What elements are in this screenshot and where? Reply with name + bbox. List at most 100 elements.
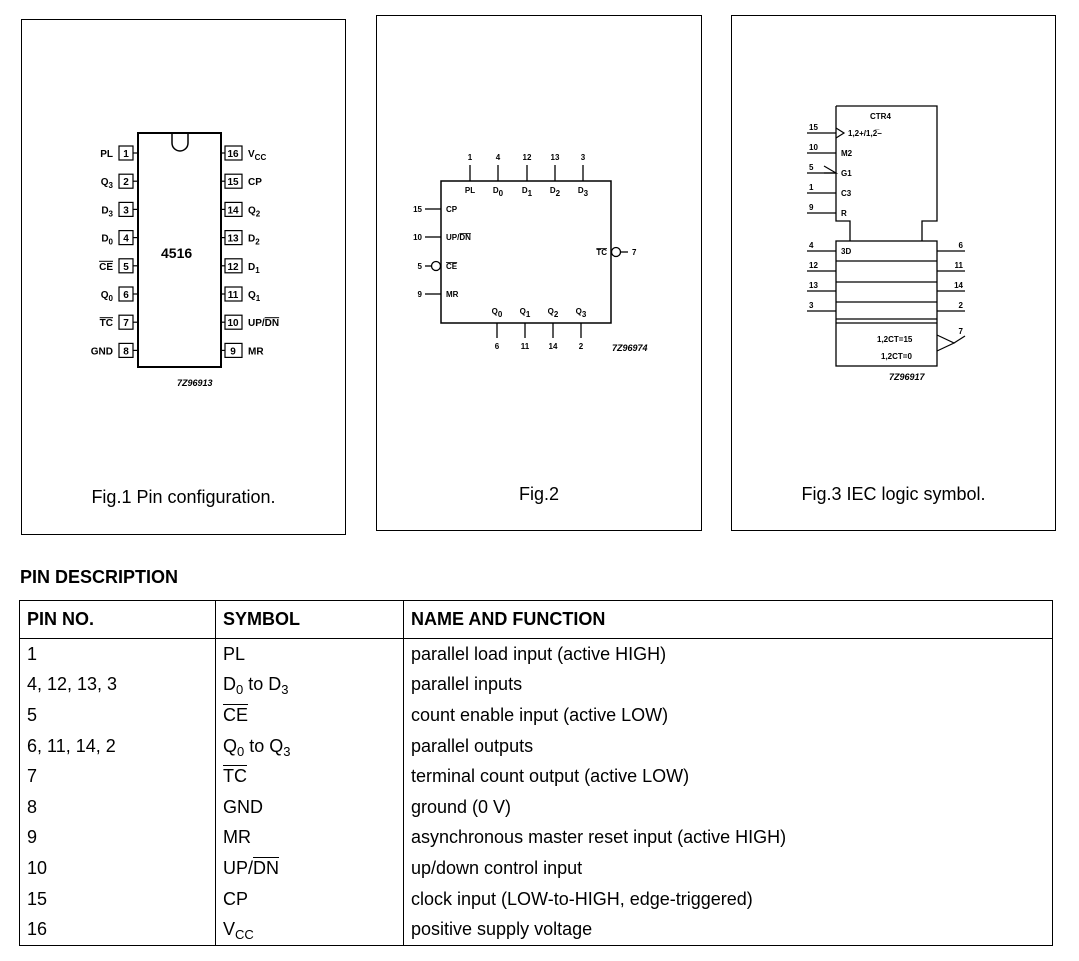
figure-code: 7Z96974: [612, 343, 648, 353]
header-function: NAME AND FUNCTION: [403, 600, 1053, 639]
pin-label: TC: [596, 248, 607, 257]
pin-label: Q2: [248, 205, 261, 218]
pin-number-cell: 6, 11, 14, 2: [19, 730, 216, 762]
fig1-caption: Fig.1 Pin configuration.: [91, 487, 276, 507]
pin-label: GND: [91, 346, 113, 357]
pin-number: 15: [227, 177, 239, 188]
pin-number-cell: 7: [19, 761, 216, 792]
pin-label: D1: [522, 186, 533, 198]
pin-number: 12: [809, 261, 818, 270]
pin-label: MR: [248, 346, 264, 357]
fig3-caption: Fig.3 IEC logic symbol.: [801, 484, 986, 504]
pin-number: 3: [809, 301, 814, 310]
pin-label: D1: [248, 262, 260, 275]
control-label: G1: [841, 169, 852, 178]
symbol-cell: VCC: [215, 914, 404, 946]
pin-number: 13: [227, 234, 239, 245]
pin-label: UP/DN: [446, 233, 471, 242]
pin-number: 4: [496, 153, 501, 162]
symbol-cell: PL: [215, 638, 404, 670]
pin-label: Q3: [101, 177, 114, 190]
pin-label: CP: [248, 177, 262, 188]
inversion-bubble: [610, 246, 622, 258]
chip-label: 4516: [161, 245, 192, 261]
pin-number: 6: [959, 241, 964, 250]
pin-number: 8: [123, 346, 129, 357]
function-cell: terminal count output (active LOW): [403, 761, 1053, 792]
pin-label: D3: [101, 205, 113, 218]
pin-number: 14: [549, 342, 558, 351]
pin-number: 4: [809, 241, 814, 250]
pin-label: D0: [101, 234, 113, 247]
pin-number: 16: [227, 149, 239, 160]
pin-number: 10: [227, 318, 239, 329]
inversion-bubble: [430, 260, 442, 272]
pin-number: 6: [495, 342, 500, 351]
pin-label: CE: [99, 262, 113, 273]
pin-number: 13: [809, 281, 818, 290]
pin-number: 1: [809, 183, 814, 192]
pin-number: 9: [230, 346, 236, 357]
pin-number: 6: [123, 290, 129, 301]
pin-label: D2: [550, 186, 561, 198]
pin-number-cell: 1: [19, 638, 216, 670]
pin-number: 2: [959, 301, 964, 310]
symbol-cell: CE: [215, 700, 404, 731]
pin-number: 5: [809, 163, 814, 172]
figure-code: 7Z96913: [177, 378, 213, 388]
fig2-caption: Fig.2: [518, 484, 560, 504]
pin-number-cell: 5: [19, 700, 216, 731]
pin-number: 15: [809, 123, 818, 132]
pin-label: TC: [100, 318, 113, 329]
pin-label: D2: [248, 234, 260, 247]
pin-number-cell: 8: [19, 791, 216, 823]
symbol-cell: D0 to D3: [215, 669, 404, 701]
pin-label: VCC: [248, 149, 266, 162]
pin-label: D3: [578, 186, 589, 198]
pin-number: 9: [809, 203, 814, 212]
pin-number: 9: [418, 290, 423, 299]
pin-number: 14: [227, 205, 239, 216]
pin-number-cell: 16: [19, 914, 216, 946]
header-symbol: SYMBOL: [215, 600, 404, 639]
function-cell: parallel inputs: [403, 669, 1053, 701]
pin-label: Q0: [492, 307, 503, 319]
pin-number-cell: 4, 12, 13, 3: [19, 669, 216, 701]
pin-number: 3: [581, 153, 586, 162]
figure-code: 7Z96917: [889, 372, 926, 382]
pin-label: Q1: [248, 290, 261, 303]
pin-number: 4: [123, 234, 129, 245]
pin-number: 11: [955, 261, 964, 270]
pin-label: Q1: [520, 307, 531, 319]
pin-number: 13: [551, 153, 560, 162]
function-cell: parallel outputs: [403, 730, 1053, 762]
counter-title: CTR4: [870, 112, 891, 121]
pin-number: 11: [521, 342, 530, 351]
negation-triangle: [936, 334, 956, 352]
symbol-cell: UP/DN: [215, 853, 404, 884]
tc-label-0: 1,2CT=0: [881, 352, 912, 361]
pin-label: Q0: [101, 290, 114, 303]
negation-triangle: [823, 165, 839, 174]
pin-number: 12: [227, 262, 239, 273]
pin-number: 10: [809, 143, 818, 152]
pin-number: 14: [954, 281, 963, 290]
dynamic-input-triangle: [835, 127, 846, 139]
control-label: M2: [841, 149, 853, 158]
pin-label: PL: [100, 149, 113, 160]
pin-label: Q2: [548, 307, 559, 319]
function-cell: clock input (LOW-to-HIGH, edge-triggered…: [403, 883, 1053, 915]
pin-number: 1: [468, 153, 473, 162]
pin-number: 1: [123, 149, 129, 160]
